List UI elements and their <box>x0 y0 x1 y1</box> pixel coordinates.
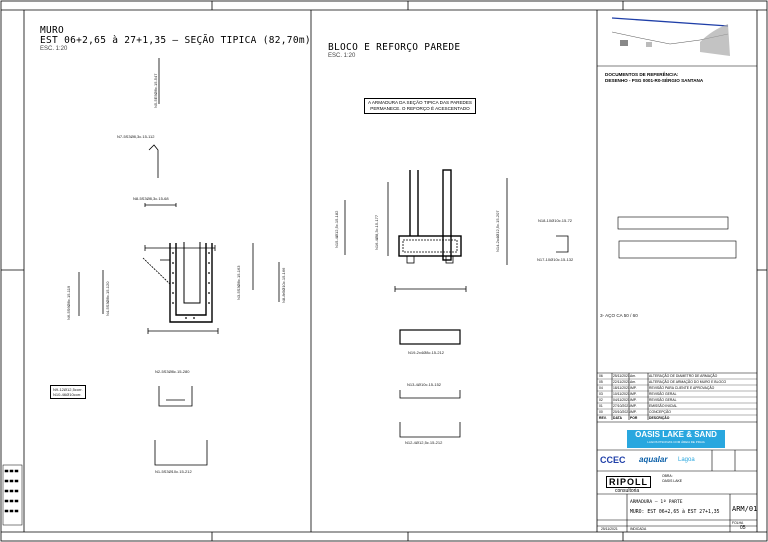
reference-docs-title: DOCUMENTOS DE REFERÊNCIA: <box>605 72 679 77</box>
rebar-label-n4: N4-5S3Ø8c.15-120 <box>105 281 110 316</box>
revision-date: 20/10/2021 <box>613 410 630 414</box>
revision-number: 00 <box>599 410 603 414</box>
rebar-label-n8-vertical: N8-8r5Ø10c.15-166 <box>281 267 286 303</box>
revision-date: 27/10/2021 <box>613 404 630 408</box>
sheet-number: 05 <box>740 525 746 531</box>
reference-docs-item: DESENHO - PSG 0001-R0-SÉRGIO SANTANA <box>605 78 704 83</box>
ccec-logo: CCEC <box>600 455 626 465</box>
revision-row: 04 18/11/2021 IMP. REVISÃO PARA CLIENTE … <box>599 386 757 392</box>
rebar-label-n17: N17-10Ø10c.15-132 <box>537 257 574 262</box>
armadura-note-line2: PERMANECE. O REFORÇO É ACESCENTADO <box>370 106 470 111</box>
left-section-stirrups <box>172 252 210 319</box>
lagoa-logo: Lagoa <box>678 457 695 463</box>
sheet-content-line2: MURO: EST 06+2,65 à EST 27+1,35 <box>630 510 720 515</box>
revision-date: 18/11/2021 <box>613 386 630 390</box>
revision-author: IMP. <box>630 404 637 408</box>
rebar-label-n7: N7-5S3Ø8,3c.15-112 <box>117 134 155 139</box>
rebar-label-n10: N10-46Ø10corr. <box>53 392 82 397</box>
scale-label-muro: ESC. 1:20 <box>40 46 68 52</box>
sheet-content-line1: ARMADURA – 1ª PARTE <box>630 500 683 505</box>
rebar-label-n6: N6-5S6Ø8c.15-119 <box>66 285 71 320</box>
rebar-label-n9: N9-12Ø12,5corr. <box>53 387 83 392</box>
revision-author: IMP. <box>630 392 637 396</box>
revision-header-desc: DESCRIÇÃO <box>649 416 670 420</box>
rebar-label-n19: N19-2x4Ø8c.15-212 <box>408 350 445 355</box>
revision-row: 03 10/11/2021 IMP. REVISÃO GERAL <box>599 392 757 398</box>
revision-row: 01 27/10/2021 IMP. EMISSÃO INICIAL <box>599 404 757 410</box>
revision-number: 05 <box>599 380 603 384</box>
section-title-bloco: BLOCO E REFORÇO PAREDE <box>328 42 461 53</box>
rebar-label-n13: N13-4Ø10c.15-152 <box>407 382 442 387</box>
revision-number: 06 <box>599 374 603 378</box>
revision-description: REVISÃO GERAL <box>649 392 677 396</box>
section-title-muro-range: EST 06+2,65 à 27+1,35 – SEÇÃO TIPICA (82… <box>40 35 311 46</box>
revision-author: IMP. <box>630 410 637 414</box>
revision-header-row: REV. DATA POR DESCRIÇÃO <box>599 416 757 422</box>
armadura-note-box: A ARMADURA DA SEÇÃO TIPICA DAS PAREDES P… <box>364 98 476 114</box>
revision-author: IMP. <box>630 386 637 390</box>
left-rebar-drawing <box>78 58 280 466</box>
revision-date: 22/11/2021 <box>613 380 630 384</box>
revision-description: EMISSÃO INICIAL <box>649 404 678 408</box>
rebar-label-n2: N2-5S3Ø8c.15-280 <box>155 369 190 374</box>
rebar-label-n15: N15-4Ø12,5c.15-182 <box>334 210 339 248</box>
revision-description: CONCEPÇÃO <box>649 410 671 414</box>
drawing-code: ARM/01 <box>732 505 758 513</box>
ripoll-logo-subtitle: consultoria <box>615 488 640 494</box>
revision-row: 05 22/11/2021 Am. ALTERAÇÃO DE ARMAÇÃO D… <box>599 380 757 386</box>
project-label: OBRA: <box>662 474 673 478</box>
sheet-label: FOLHA <box>732 521 744 525</box>
rebar-label-n1: N1-5S3Ø10c.15-212 <box>155 469 192 474</box>
revision-header-rev: REV. <box>599 416 607 420</box>
rebar-label-n3: N3-5S3Ø8c.15-163 <box>236 265 241 300</box>
rebar-label-n16: N16-4Ø8,3c.15-177 <box>374 214 379 250</box>
revision-row: 00 20/10/2021 IMP. CONCEPÇÃO <box>599 410 757 416</box>
oasis-logo: OASIS LAKE & SAND LAGOS PISCINAS COM ÁRE… <box>627 430 725 448</box>
rebar-box-n9-n10: N9-12Ø12,5corr. N10-46Ø10corr. <box>50 385 86 399</box>
revision-date: 25/11/2021 <box>613 374 630 378</box>
revision-description: ALTERAÇÃO DE DIAMETRO DE ARMAÇÃO <box>649 374 718 378</box>
armadura-note-line1: A ARMADURA DA SEÇÃO TIPICA DAS PAREDES <box>368 100 472 105</box>
rebar-label-n12: N12-4Ø12,5c.15-212 <box>405 440 443 445</box>
revision-date: 10/11/2021 <box>613 392 630 396</box>
revision-date: 04/11/2021 <box>613 398 630 402</box>
revision-header-date: DATA <box>613 416 622 420</box>
drawing-scale: INDICADA <box>630 527 647 531</box>
material-note: 3- AÇO CA 50 / 60 <box>600 313 638 318</box>
revision-row: 06 25/11/2021 Am. ALTERAÇÃO DE DIAMETRO … <box>599 374 757 380</box>
oasis-logo-subtitle: LAGOS PISCINAS COM ÁREIA DE PRAIA <box>647 440 705 444</box>
revision-row: 02 04/11/2021 IMP. REVISÃO GERAL <box>599 398 757 404</box>
revision-description: REVISÃO PARA CLIENTE E APROVAÇÃO <box>649 386 715 390</box>
rebar-label-n5: N5-5E5Ø8c.15-547 <box>153 73 158 108</box>
project-name: OASIS LAKE <box>662 479 682 483</box>
revision-number: 02 <box>599 398 603 402</box>
aqualar-logo: aqualar <box>639 455 668 464</box>
revision-number: 04 <box>599 386 603 390</box>
revision-author: IMP. <box>630 398 637 402</box>
revision-table: 06 25/11/2021 Am. ALTERAÇÃO DE DIAMETRO … <box>599 374 757 422</box>
rebar-label-n8: N8-5S3Ø8,3c.15-68 <box>133 196 169 201</box>
middle-rebar-drawing <box>344 169 569 438</box>
issue-date: 25/11/2021 <box>601 527 618 531</box>
oasis-logo-text: OASIS LAKE & SAND <box>635 430 717 439</box>
revision-number: 03 <box>599 392 603 396</box>
revision-description: REVISÃO GERAL <box>649 398 677 402</box>
section-title-muro: MURO <box>40 25 65 36</box>
rebar-label-n18: N18-10Ø10c.15-72 <box>538 218 573 223</box>
revision-header-by: POR <box>630 416 638 420</box>
revision-number: 01 <box>599 404 603 408</box>
left-stamp <box>2 464 23 526</box>
rebar-label-n14: N14-2x4Ø12,5c.15-207 <box>495 210 500 252</box>
revision-description: ALTERAÇÃO DE ARMAÇÃO DO MURO E BLOCO <box>649 380 727 384</box>
scale-label-bloco: ESC. 1:20 <box>328 53 356 59</box>
ripoll-logo: RIPOLL <box>606 476 651 488</box>
site-map-thumbnail <box>611 17 730 56</box>
revision-author: Am. <box>630 374 637 378</box>
revision-author: Am. <box>630 380 637 384</box>
